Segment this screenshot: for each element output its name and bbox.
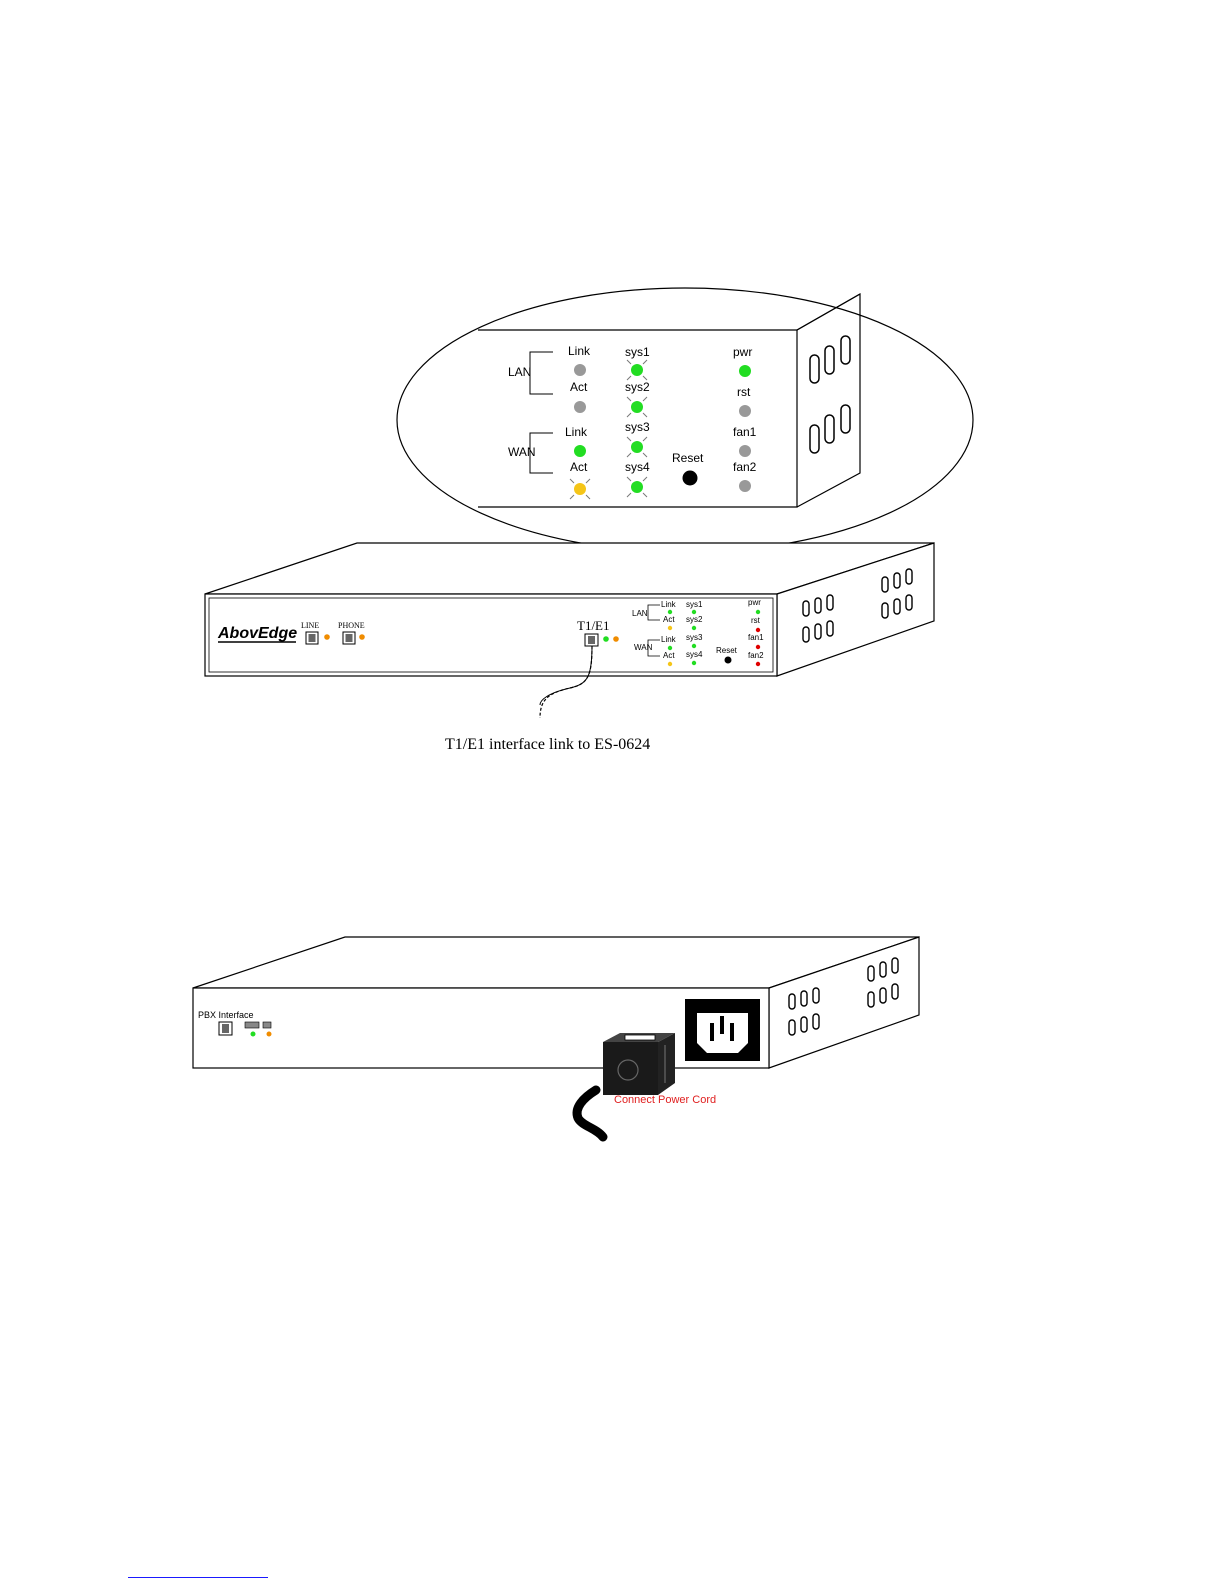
zoom-fan2-led <box>739 480 751 492</box>
front-sys1-led <box>692 610 696 614</box>
front-lan-act-led <box>668 626 672 630</box>
zoom-lan-label: LAN <box>508 365 531 379</box>
line-port-label: LINE <box>301 621 319 630</box>
zoom-sys1-label: sys1 <box>625 345 650 359</box>
front-lan-label: LAN <box>632 609 648 618</box>
rear-face <box>193 988 769 1068</box>
zoom-sys2-label: sys2 <box>625 380 650 394</box>
front-fan1-led <box>756 645 760 649</box>
front-fan1-label: fan1 <box>748 633 764 642</box>
front-fan2-label: fan2 <box>748 651 764 660</box>
zoom-fan2-label: fan2 <box>733 460 757 474</box>
front-sys3-led <box>692 644 696 648</box>
footer-link-underline <box>128 1577 268 1578</box>
front-sys3-label: sys3 <box>686 633 703 642</box>
front-rst-label: rst <box>751 616 761 625</box>
zoom-rst-led <box>739 405 751 417</box>
line-port <box>306 632 318 644</box>
front-wan-label: WAN <box>634 643 653 652</box>
phone-port-label: PHONE <box>338 621 365 630</box>
zoom-fan1-led <box>739 445 751 457</box>
front-sys4-led <box>692 661 696 665</box>
t1e1-orange-led <box>613 636 619 642</box>
zoom-wan-link-led <box>574 445 586 457</box>
zoom-reset-button <box>683 471 698 486</box>
zoom-rst-label: rst <box>737 385 751 399</box>
phone-led <box>359 634 365 640</box>
line-led <box>324 634 330 640</box>
t1e1-port <box>585 634 598 646</box>
front-reset-label: Reset <box>716 646 738 655</box>
zoom-sys3-label: sys3 <box>625 420 650 434</box>
front-wan-link-led <box>668 646 672 650</box>
front-sys1-label: sys1 <box>686 600 703 609</box>
zoom-ellipse <box>397 288 973 552</box>
zoom-lan-link-label: Link <box>568 344 591 358</box>
zoom-pwr-label: pwr <box>733 345 752 359</box>
front-fan2-led <box>756 662 760 666</box>
zoom-lan-act-led <box>574 401 586 413</box>
front-wan-act-led <box>668 662 672 666</box>
front-lan-act-label: Act <box>663 615 675 624</box>
front-lan-link-led <box>668 610 672 614</box>
zoom-wan-act-label: Act <box>570 460 588 474</box>
zoom-lan-link-led <box>574 364 586 376</box>
rear-unit: PBX Interface Connect <box>193 937 919 1137</box>
front-sys2-led <box>692 626 696 630</box>
front-pwr-label: pwr <box>748 598 761 607</box>
t1e1-port-label: T1/E1 <box>577 618 610 633</box>
front-rst-led <box>756 628 760 632</box>
pbx-dip-switches <box>245 1022 271 1028</box>
front-sys4-label: sys4 <box>686 650 703 659</box>
phone-port <box>343 632 355 644</box>
pbx-interface-label: PBX Interface <box>198 1010 254 1020</box>
front-unit: AbovEdge LINE PHONE T1/E1 LAN Link Act <box>205 543 934 753</box>
front-lan-link-label: Link <box>661 600 677 609</box>
zoom-reset-label: Reset <box>672 451 704 465</box>
t1e1-caption: T1/E1 interface link to ES-0624 <box>445 736 650 753</box>
pbx-port <box>219 1022 232 1035</box>
front-reset-button <box>725 657 732 664</box>
zoom-fan1-label: fan1 <box>733 425 757 439</box>
zoom-panel: LAN Link Act WAN Link Act sys1 sys2 sys3… <box>397 288 973 552</box>
zoom-wan-link-label: Link <box>565 425 588 439</box>
zoom-sys4-label: sys4 <box>625 460 650 474</box>
zoom-lan-act-label: Act <box>570 380 588 394</box>
pbx-green-led <box>251 1032 256 1037</box>
pbx-orange-led <box>267 1032 272 1037</box>
zoom-wan-label: WAN <box>508 445 536 459</box>
front-pwr-led <box>756 610 760 614</box>
front-sys2-label: sys2 <box>686 615 703 624</box>
front-wan-act-label: Act <box>663 651 675 660</box>
power-socket <box>685 999 760 1061</box>
front-wan-link-label: Link <box>661 635 677 644</box>
power-cord-caption: Connect Power Cord <box>614 1094 716 1106</box>
brand-logo: AbovEdge <box>217 625 297 642</box>
t1e1-green-led <box>603 636 609 642</box>
zoom-pwr-led <box>739 365 751 377</box>
